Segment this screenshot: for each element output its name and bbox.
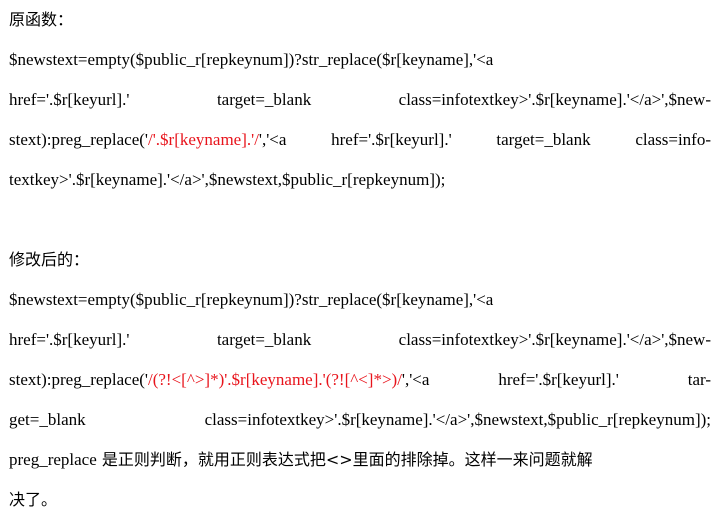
original-code-line-1: $newstext=empty($public_r[repkeynum])?st…	[9, 40, 711, 80]
explanation-text: 是正则判断，就用正则表达式把<>里面的排除掉。这样一来问题就解	[96, 450, 593, 469]
original-code-line-4: textkey>'.$r[keyname].'</a>',$newstext,$…	[9, 160, 711, 200]
blank-line	[9, 200, 711, 240]
modified-heading: 修改后的：	[9, 250, 90, 269]
code-segment: stext):preg_replace('	[9, 130, 148, 149]
code-segment: ','<a href='.$r[keyurl].' tar-	[401, 370, 711, 389]
document-body: 原函数： $newstext=empty($public_r[repkeynum…	[9, 0, 711, 520]
highlighted-regex: /'.$r[keyname].'/	[148, 130, 259, 149]
modified-code-line-4: get=_blank class=infotextkey>'.$r[keynam…	[9, 400, 711, 440]
original-heading: 原函数：	[9, 10, 74, 29]
explanation-line-2: 决了。	[9, 490, 58, 509]
modified-code-line-1: $newstext=empty($public_r[repkeynum])?st…	[9, 280, 711, 320]
highlighted-regex: /(?!<[^>]*)'.$r[keyname].'(?![^<]*>)/	[148, 370, 402, 389]
code-term: preg_replace	[9, 450, 97, 469]
code-segment: href='.$r[keyurl].' target=_blank class=…	[9, 330, 711, 349]
code-segment: textkey>'.$r[keyname].'</a>',$newstext,$…	[9, 170, 446, 189]
modified-code-line-3: stext):preg_replace('/(?!<[^>]*)'.$r[key…	[9, 360, 711, 400]
code-segment: stext):preg_replace('	[9, 370, 148, 389]
original-code-line-2: href='.$r[keyurl].' target=_blank class=…	[9, 80, 711, 120]
modified-code-line-2: href='.$r[keyurl].' target=_blank class=…	[9, 320, 711, 360]
code-segment: href='.$r[keyurl].' target=_blank class=…	[9, 90, 711, 109]
code-segment: $newstext=empty($public_r[repkeynum])?st…	[9, 290, 494, 309]
code-segment: ','<a href='.$r[keyurl].' target=_blank …	[258, 130, 711, 149]
original-code-line-3: stext):preg_replace('/'.$r[keyname].'/',…	[9, 120, 711, 160]
code-segment: $newstext=empty($public_r[repkeynum])?st…	[9, 50, 494, 69]
code-segment: get=_blank class=infotextkey>'.$r[keynam…	[9, 410, 711, 429]
explanation-line-1: preg_replace 是正则判断，就用正则表达式把<>里面的排除掉。这样一来…	[9, 440, 711, 480]
